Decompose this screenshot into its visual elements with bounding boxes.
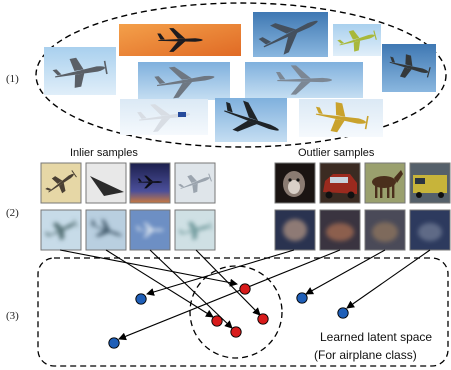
inlier-reconstruction-3	[129, 209, 171, 251]
outlier-sample-3	[364, 162, 406, 204]
outlier-latent-point	[108, 337, 120, 349]
cat-thumbnail-icon	[283, 171, 305, 197]
inlier-sample-1	[40, 162, 82, 204]
outlier-sample-4	[409, 162, 451, 204]
red-car-thumbnail-icon	[323, 174, 357, 199]
inlier-latent-point	[230, 326, 242, 338]
arrow-outlier-4	[346, 249, 431, 309]
outlier-reconstruction-2	[319, 209, 361, 251]
outlier-reconstruction-1	[274, 209, 316, 251]
airplane-photo-5	[382, 44, 436, 92]
outlier-latent-point	[296, 292, 308, 304]
outlier-sample-1	[274, 162, 316, 204]
blurry-outlier-reconstruction-icon	[326, 223, 354, 241]
latent-space-caption-line2: (For airplane class)	[314, 348, 417, 362]
airplane-photo-8	[120, 99, 208, 135]
arrow-outlier-2	[118, 249, 341, 341]
airplane-photo-2	[119, 24, 241, 56]
inlier-reconstruction-2	[85, 209, 127, 251]
blurry-outlier-reconstruction-icon	[418, 223, 442, 241]
outlier-reconstruction-4	[409, 209, 451, 251]
arrow-outlier-1	[146, 249, 295, 296]
inlier-latent-point	[239, 283, 251, 295]
step-label-2: (2)	[6, 207, 19, 219]
inlier-samples-header: Inlier samples	[70, 147, 138, 159]
outlier-latent-point	[135, 293, 147, 305]
airplane-photo-9	[215, 95, 287, 145]
airplane-class-ellipse	[35, 2, 447, 148]
airplane-photo-10	[299, 98, 383, 138]
outlier-samples-header: Outlier samples	[298, 147, 375, 159]
inlier-sample-2	[85, 162, 127, 204]
arrow-outlier-3	[305, 249, 386, 295]
blurry-outlier-reconstruction-icon	[372, 222, 398, 242]
airplane-photo-4	[333, 24, 381, 56]
airplane-photo-6	[138, 61, 230, 101]
step-label-1: (1)	[6, 73, 19, 85]
arrow-inlier-4	[195, 249, 261, 316]
latent-points	[108, 283, 349, 349]
inlier-sample-4	[174, 162, 216, 204]
blurry-outlier-reconstruction-icon	[283, 219, 307, 241]
horse-thumbnail-icon	[372, 170, 403, 198]
inlier-latent-point	[211, 315, 223, 327]
outlier-reconstruction-3	[364, 209, 406, 251]
step-label-3: (3)	[6, 310, 19, 322]
airplane-photo-7	[245, 62, 363, 98]
fire-truck-thumbnail-icon	[413, 175, 447, 198]
arrow-inlier-2	[105, 249, 214, 318]
stealth-bomber-thumbnail-icon	[90, 176, 124, 196]
arrow-inlier-3	[149, 249, 233, 329]
inlier-reconstruction-4	[174, 209, 216, 251]
airplane-photo-3	[253, 6, 328, 62]
a380-airliner-icon	[136, 100, 192, 134]
latent-space-caption-line1: Learned latent space	[320, 330, 432, 344]
airplane-cluster-ellipse	[189, 265, 283, 359]
outlier-sample-2	[319, 162, 361, 204]
outlier-latent-point	[337, 307, 349, 319]
inlier-reconstruction-1	[40, 209, 82, 251]
airplane-photo-1	[44, 47, 116, 95]
inlier-sample-3	[129, 162, 171, 204]
arrow-inlier-1	[59, 249, 238, 287]
mapping-arrows	[59, 249, 431, 341]
inlier-latent-point	[257, 313, 269, 325]
latent-space-box	[37, 257, 449, 367]
